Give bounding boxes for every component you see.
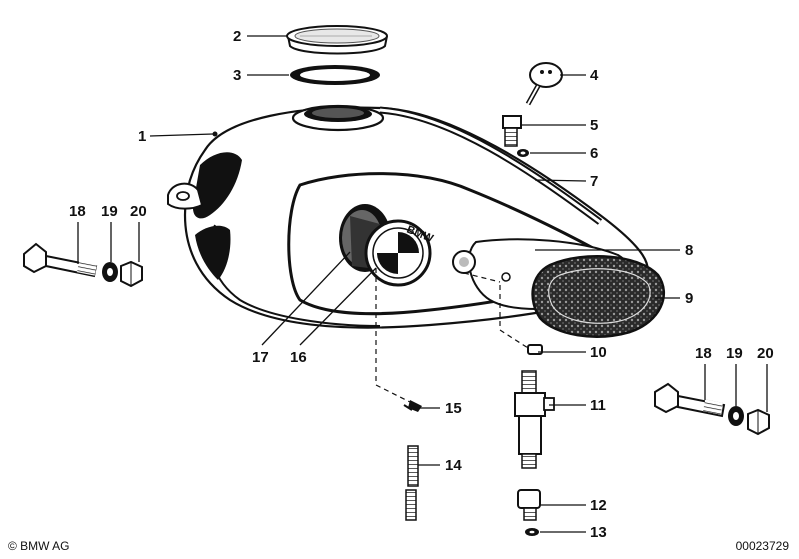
callout-19-left: 19 xyxy=(101,203,118,220)
copyright-notice: © BMW AG xyxy=(8,539,70,553)
filler-cap xyxy=(286,25,388,55)
knee-pad xyxy=(531,255,666,338)
banjo-washer xyxy=(525,528,539,536)
callout-20-left: 20 xyxy=(130,203,147,220)
callout-13: 13 xyxy=(590,524,607,541)
callout-15: 15 xyxy=(445,400,462,417)
lock-cylinder xyxy=(502,115,522,147)
tank-emblem: BMW xyxy=(339,204,435,287)
pins xyxy=(405,445,419,521)
callout-12: 12 xyxy=(590,497,607,514)
emblem-screw xyxy=(403,400,422,412)
callout-6: 6 xyxy=(590,145,598,162)
callout-11: 11 xyxy=(590,397,606,414)
callout-4: 4 xyxy=(590,67,599,84)
leader-lines xyxy=(77,35,768,533)
callout-10: 10 xyxy=(590,344,607,361)
callout-9: 9 xyxy=(685,290,693,307)
washer-left xyxy=(102,262,118,282)
callout-7: 7 xyxy=(590,173,598,190)
callout-3: 3 xyxy=(233,67,241,84)
callout-14: 14 xyxy=(445,457,462,474)
key xyxy=(525,62,563,106)
washer-small xyxy=(517,149,529,157)
callout-2: 2 xyxy=(233,28,241,45)
washer-right xyxy=(728,406,744,426)
callout-numbers: 1 2 3 4 5 6 7 8 9 10 11 12 13 14 15 16 1… xyxy=(69,28,774,541)
fuel-tap xyxy=(514,370,555,469)
nut-right xyxy=(747,408,770,436)
callout-19-right: 19 xyxy=(726,345,743,362)
nut-left xyxy=(120,260,143,288)
cap-gasket xyxy=(290,65,380,85)
bolt-right xyxy=(654,382,726,418)
callout-18-left: 18 xyxy=(69,203,86,220)
callout-17: 17 xyxy=(252,349,269,366)
callout-20-right: 20 xyxy=(757,345,774,362)
callout-5: 5 xyxy=(590,117,598,134)
callout-18-right: 18 xyxy=(695,345,712,362)
banjo-fitting xyxy=(517,489,541,521)
drawing-number: 00023729 xyxy=(735,539,789,553)
callout-16: 16 xyxy=(290,349,307,366)
callout-1: 1 xyxy=(138,128,146,145)
bolt-left xyxy=(23,242,98,278)
callout-8: 8 xyxy=(685,242,693,259)
assembly-lines xyxy=(375,268,529,403)
